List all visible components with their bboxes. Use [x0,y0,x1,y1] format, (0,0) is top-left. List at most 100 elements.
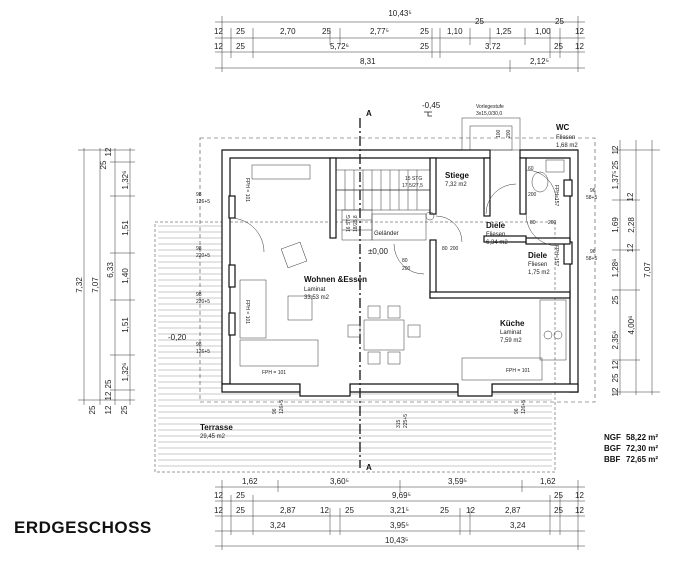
section-label-bottom: A [366,463,372,472]
right-seg-3: 12 [626,192,635,201]
section-line: A A [359,109,372,472]
bottom-r3-9: 25 [554,506,563,515]
top-r2-1: 25 [236,42,245,51]
entrance: Vorlegestufe 3x15,0/30,0 100 200 -0,45 [422,101,521,151]
bottom-r3-0: 12 [214,506,223,515]
room-wc-area: 1,68 m2 [556,143,578,149]
right-total: 7,07 [643,262,652,278]
window-3-width: 98 [196,292,202,298]
right-seg-2: 1,37⁵ [611,171,620,190]
right-c2-1: 4,00⁶ [627,316,636,335]
room-wc-name: WC [556,123,570,132]
stairs-lower-dim: 18/25,8 [353,215,359,232]
bottom-r4-0: 3,24 [270,521,286,530]
opening-annotations: FPH = 101 FPH = 101 FPH = 101 FPH = 101 … [196,166,597,428]
entrance-door-width: 100 [496,129,502,138]
left-seg-4: 1,40 [121,268,130,284]
window-8-width: 96 [514,408,520,414]
entrance-level: -0,45 [422,101,441,110]
top-r1-4: 2,77⁵ [370,27,389,36]
top-r1-1: 25 [236,27,245,36]
ground-level: ±0,00 [368,247,389,256]
left-seg-1: 25 [99,160,108,169]
right-seg-1: 25 [611,160,620,169]
furniture [239,159,567,381]
bottom-dimensions: 1,62 3,60⁵ 3,59⁵ 1,62 12 25 9,69⁵ 25 12 … [214,477,585,550]
area-value-ngf: 58,22 m² [626,433,659,442]
left-total: 7,32 [75,277,84,293]
bottom-r4-1: 3,95⁵ [390,521,409,530]
window-1-height: 126+5 [196,199,210,205]
terrace-planks [158,225,552,467]
window-2-width: 98 [196,246,202,252]
staircase: 15 STG 17,5/27,5 16 STG 18/25,8 Geländer [335,169,435,241]
left-seg-7: 25 [104,379,113,388]
room-wohnen-floor: Laminat [304,287,326,293]
stairs-lower-count: 16 STG [346,215,352,232]
top-r1-10: 25 [555,17,564,26]
door-4-width: 60 [528,166,534,172]
stairs-count: 15 STG [405,176,422,182]
bottom-total: 10,43⁵ [385,536,408,545]
bottom-r2-2: 9,69⁵ [392,491,411,500]
bottom-r3-8: 2,87 [505,506,521,515]
top-r3-1: 2,12⁵ [530,57,549,66]
area-value-bbf: 72,65 m² [626,455,659,464]
door-3-width: 80 [530,220,536,226]
left-seg-5: 1,51 [121,317,130,333]
right-seg-4: 1,69 [611,217,620,233]
room-diele2-name: Diele [528,251,548,260]
fph-101-c: FPH = 101 [262,370,286,376]
entrance-step-dim: 3x15,0/30,0 [476,111,502,117]
window-8-height: 126+5 [521,400,527,414]
section-label-top: A [366,109,372,118]
bottom-r1-0: 1,62 [242,477,258,486]
left-bottom-0: 25 [88,405,97,414]
left-seg-2: 1,32⁶ [121,171,130,190]
top-r1-7: 25 [475,17,484,26]
room-diele1-area: 6,34 m2 [486,240,508,246]
left-seg-6: 1,32⁶ [121,363,130,382]
left-seg-8: 12 [104,391,113,400]
entrance-door-height: 200 [506,129,512,138]
top-r1-2: 2,70 [280,27,296,36]
window-5-width: 96 [590,188,596,194]
entrance-step-label: Vorlegestufe [476,104,504,110]
window-5-height: 58+5 [586,195,597,201]
top-r2-3: 25 [420,42,429,51]
bottom-r2-4: 12 [575,491,584,500]
left-seg-0: 12 [104,147,113,156]
room-kueche-area: 7,59 m2 [500,338,522,344]
room-stiege-name: Stiege [445,171,470,180]
room-kueche-name: Küche [500,319,525,328]
room-diele1-name: Diele [486,221,506,230]
terrace: Terrasse 29,45 m2 -0,20 [154,221,556,473]
bottom-r2-1: 25 [236,491,245,500]
bottom-r1-3: 1,62 [540,477,556,486]
right-seg-10: 25 [611,373,620,382]
top-r1-8: 1,25 [496,27,512,36]
terrace-level: -0,20 [168,333,187,342]
top-r2-4: 3,72 [485,42,501,51]
window-6-width: 96 [590,249,596,255]
door-2-height: 200 [402,266,411,272]
door-4-height: 200 [528,192,537,198]
left-dimensions: 7,32 7,07 6,33 12 25 1,32⁶ 1,51 1,40 1,5… [75,147,135,414]
right-seg-11: 12 [611,387,620,396]
room-kueche-floor: Laminat [500,330,522,336]
bottom-r1-1: 3,60⁵ [330,477,349,486]
room-wc-floor: Fliesen [556,135,575,141]
window-1-width: 98 [196,192,202,198]
top-r2-2: 5,72⁶ [330,42,349,51]
right-seg-8: 2,35⁶ [611,331,620,350]
right-seg-6: 1,28⁶ [611,259,620,278]
room-diele2-floor: Fliesen [528,262,547,268]
right-seg-9: 12 [611,360,620,369]
top-r1-0: 12 [214,27,223,36]
window-7-height: 126+5 [279,400,285,414]
